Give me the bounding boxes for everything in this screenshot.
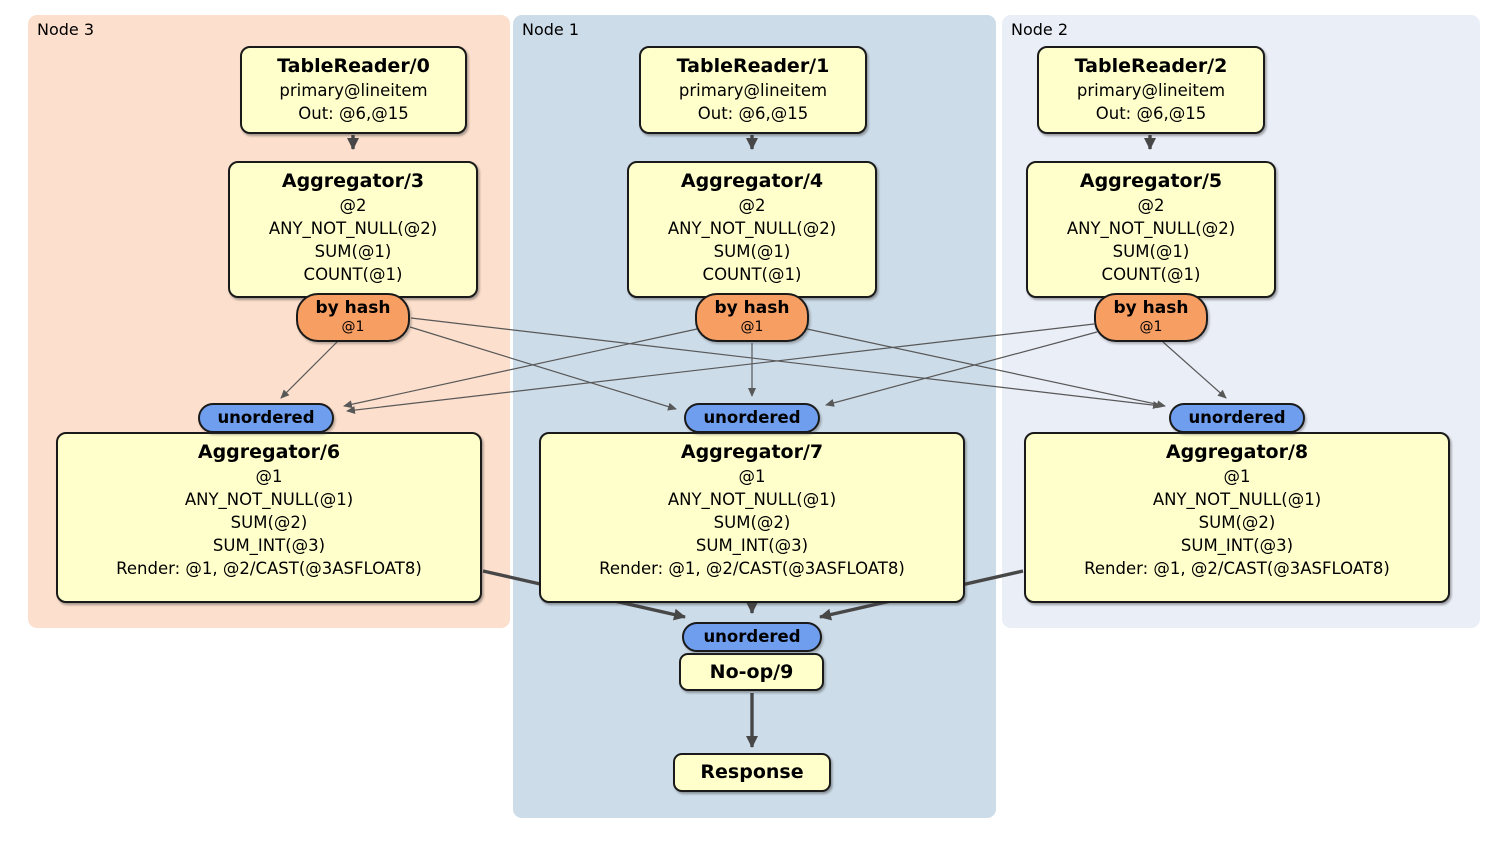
table-reader-2-index: primary@lineitem bbox=[1076, 81, 1226, 100]
table-reader-1-box: TableReader/1 primary@lineitem Out: @6,@… bbox=[639, 46, 867, 134]
aggregator-3-box: Aggregator/3 @2 ANY_NOT_NULL(@2) SUM(@1)… bbox=[228, 161, 478, 298]
table-reader-2-box: TableReader/2 primary@lineitem Out: @6,@… bbox=[1037, 46, 1265, 134]
table-reader-0-index: primary@lineitem bbox=[279, 81, 428, 100]
aggregator-3-group-cols: @2 bbox=[339, 196, 367, 215]
unordered-sync-0: unordered bbox=[198, 403, 334, 433]
aggregator-7-group-cols: @1 bbox=[738, 467, 766, 486]
edge-hash0-sync1 bbox=[409, 326, 677, 411]
aggregator-4-box: Aggregator/4 @2 ANY_NOT_NULL(@2) SUM(@1)… bbox=[627, 161, 877, 298]
hash-router-2: by hash @1 bbox=[1094, 293, 1208, 342]
edge-hash1-sync2 bbox=[806, 328, 1166, 409]
table-reader-1-index: primary@lineitem bbox=[678, 81, 828, 100]
edge-hash2-sync0 bbox=[346, 323, 1095, 415]
aggregator-4-func: ANY_NOT_NULL(@2) bbox=[667, 219, 837, 238]
hash-router-2-cols: @1 bbox=[1139, 319, 1163, 335]
table-reader-1-title: TableReader/1 bbox=[676, 55, 830, 77]
aggregator-4-func: SUM(@1) bbox=[713, 242, 791, 261]
node-2-label: Node 2 bbox=[1011, 20, 1069, 39]
table-reader-0-box: TableReader/0 primary@lineitem Out: @6,@… bbox=[240, 46, 467, 134]
unordered-sync-2: unordered bbox=[1169, 403, 1305, 433]
edge-hash0-sync0 bbox=[280, 340, 339, 399]
aggregator-7-func: SUM_INT(@3) bbox=[695, 536, 809, 555]
aggregator-5-group-cols: @2 bbox=[1137, 196, 1165, 215]
hash-router-0-label: by hash bbox=[315, 298, 391, 318]
table-reader-0-title: TableReader/0 bbox=[277, 55, 430, 77]
aggregator-7-func: ANY_NOT_NULL(@1) bbox=[667, 490, 837, 509]
aggregator-6-func: SUM(@2) bbox=[230, 513, 308, 532]
unordered-sync-final: unordered bbox=[682, 622, 822, 652]
table-reader-1-out: Out: @6,@15 bbox=[697, 104, 809, 123]
aggregator-4-title: Aggregator/4 bbox=[680, 170, 824, 192]
table-reader-0-out: Out: @6,@15 bbox=[298, 104, 409, 123]
aggregator-6-func: ANY_NOT_NULL(@1) bbox=[184, 490, 354, 509]
hash-router-1-label: by hash bbox=[714, 298, 790, 318]
hash-router-2-label: by hash bbox=[1113, 298, 1189, 318]
edge-hash2-sync1 bbox=[825, 331, 1098, 407]
aggregator-7-render: Render: @1, @2/CAST(@3ASFLOAT8) bbox=[599, 559, 905, 578]
aggregator-6-func: SUM_INT(@3) bbox=[212, 536, 326, 555]
aggregator-7-title: Aggregator/7 bbox=[680, 441, 824, 463]
table-reader-2-out: Out: @6,@15 bbox=[1095, 104, 1207, 123]
hash-router-1: by hash @1 bbox=[695, 293, 809, 342]
aggregator-5-title: Aggregator/5 bbox=[1079, 170, 1223, 192]
hash-router-0-cols: @1 bbox=[341, 319, 365, 335]
unordered-sync-1: unordered bbox=[684, 403, 820, 433]
aggregator-5-func: COUNT(@1) bbox=[1101, 265, 1201, 284]
aggregator-6-title: Aggregator/6 bbox=[197, 441, 341, 463]
noop-9-title: No-op/9 bbox=[709, 661, 794, 683]
aggregator-8-render: Render: @1, @2/CAST(@3ASFLOAT8) bbox=[1084, 559, 1390, 578]
aggregator-6-group-cols: @1 bbox=[255, 467, 283, 486]
aggregator-8-func: SUM(@2) bbox=[1198, 513, 1276, 532]
aggregator-8-func: ANY_NOT_NULL(@1) bbox=[1152, 490, 1322, 509]
aggregator-4-func: COUNT(@1) bbox=[702, 265, 802, 284]
table-reader-2-title: TableReader/2 bbox=[1074, 55, 1228, 77]
hash-router-0: by hash @1 bbox=[296, 293, 410, 342]
aggregator-8-func: SUM_INT(@3) bbox=[1180, 536, 1294, 555]
aggregator-6-box: Aggregator/6 @1 ANY_NOT_NULL(@1) SUM(@2)… bbox=[56, 432, 482, 603]
aggregator-8-group-cols: @1 bbox=[1223, 467, 1251, 486]
aggregator-3-func: COUNT(@1) bbox=[303, 265, 403, 284]
router-to-sync-edges bbox=[280, 317, 1227, 415]
edge-hash0-sync2 bbox=[410, 317, 1162, 410]
aggregator-3-func: SUM(@1) bbox=[314, 242, 392, 261]
noop-9-box: No-op/9 bbox=[679, 653, 824, 691]
aggregator-5-func: SUM(@1) bbox=[1112, 242, 1190, 261]
aggregator-3-func: ANY_NOT_NULL(@2) bbox=[268, 219, 438, 238]
aggregator-6-render: Render: @1, @2/CAST(@3ASFLOAT8) bbox=[116, 559, 422, 578]
aggregator-3-title: Aggregator/3 bbox=[281, 170, 425, 192]
aggregator-4-group-cols: @2 bbox=[738, 196, 766, 215]
aggregator-5-func: ANY_NOT_NULL(@2) bbox=[1066, 219, 1236, 238]
aggregator-8-title: Aggregator/8 bbox=[1165, 441, 1309, 463]
response-title: Response bbox=[700, 761, 804, 783]
response-box: Response bbox=[673, 753, 831, 792]
aggregator-8-box: Aggregator/8 @1 ANY_NOT_NULL(@1) SUM(@2)… bbox=[1024, 432, 1450, 603]
aggregator-7-box: Aggregator/7 @1 ANY_NOT_NULL(@1) SUM(@2)… bbox=[539, 432, 965, 603]
hash-router-1-cols: @1 bbox=[740, 319, 764, 335]
aggregator-5-box: Aggregator/5 @2 ANY_NOT_NULL(@2) SUM(@1)… bbox=[1026, 161, 1276, 298]
node-1-label: Node 1 bbox=[522, 20, 580, 39]
edge-hash1-sync0 bbox=[343, 328, 698, 409]
node-3-label: Node 3 bbox=[37, 20, 95, 39]
edge-hash2-sync2 bbox=[1162, 341, 1227, 399]
aggregator-7-func: SUM(@2) bbox=[713, 513, 791, 532]
